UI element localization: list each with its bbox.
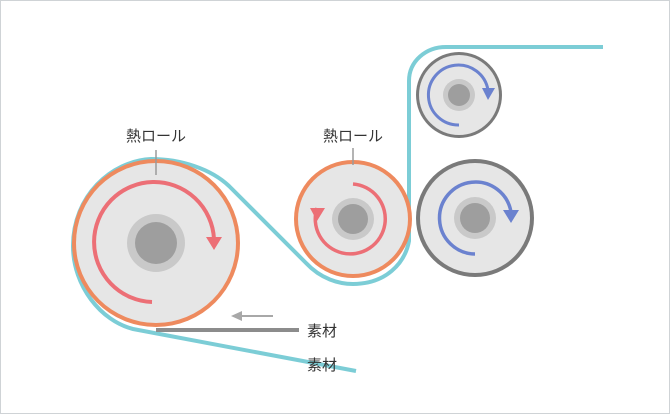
label-material-upper: 素材 <box>307 322 337 340</box>
heat-roll-left <box>72 159 240 327</box>
arrow-head-bottom <box>503 210 519 223</box>
feed-direction-arrow <box>231 311 273 321</box>
label-heat-roll-left: 熱ロール <box>126 127 186 145</box>
rotation-arrow-center <box>313 182 388 256</box>
arrow-head-center <box>310 208 325 221</box>
arrow-head-left <box>206 237 222 250</box>
cool-roll-top <box>416 52 502 138</box>
arrow-head-top <box>482 88 495 100</box>
label-material-lower: 素材 <box>307 356 337 374</box>
label-heat-roll-center: 熱ロール <box>323 127 383 145</box>
heat-roll-center <box>294 160 412 278</box>
rotation-arrow-top <box>426 63 490 127</box>
rotation-arrow-bottom <box>437 180 513 256</box>
cool-roll-bottom <box>416 159 534 277</box>
rotation-arrow-left <box>92 180 216 304</box>
